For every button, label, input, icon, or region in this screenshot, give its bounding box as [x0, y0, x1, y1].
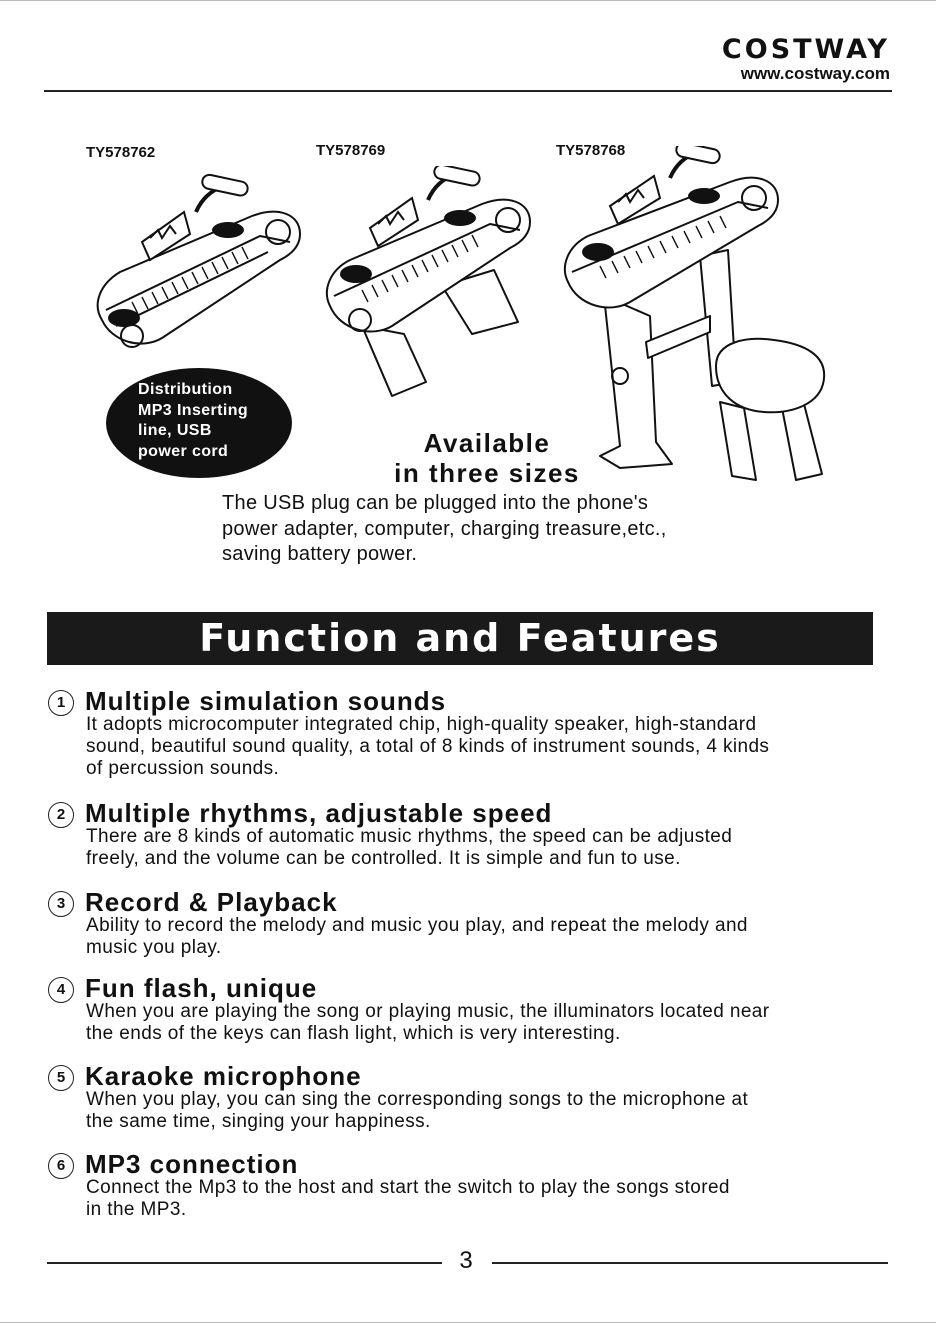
feature-body: There are 8 kinds of automatic music rhy…	[86, 826, 733, 869]
feature-title: Karaoke microphone	[85, 1061, 362, 1091]
feature-body: Ability to record the melody and music y…	[86, 915, 748, 958]
model-label-1: TY578762	[86, 144, 156, 161]
feature-number: 4	[48, 977, 74, 1003]
header-rule	[44, 90, 892, 92]
keyboard-tabletop-icon	[96, 173, 301, 348]
feature-number: 3	[48, 891, 74, 917]
feature-number: 6	[48, 1153, 74, 1179]
feature-title: Multiple simulation sounds	[85, 686, 447, 716]
accessories-badge: Distribution MP3 Inserting line, USB pow…	[106, 368, 292, 478]
feature-title: Record & Playback	[85, 887, 338, 917]
keyboard-table-stool-icon	[563, 146, 826, 481]
feature-title: Multiple rhythms, adjustable speed	[85, 798, 553, 828]
brand-url: www.costway.com	[740, 64, 890, 83]
brand-header: COSTWAY www.costway.com	[722, 36, 890, 84]
feature-number: 2	[48, 802, 74, 828]
page-top-edge	[0, 0, 936, 1]
page-number: 3	[459, 1247, 473, 1274]
feature-number: 1	[48, 690, 74, 716]
feature-body: It adopts microcomputer integrated chip,…	[86, 714, 770, 779]
feature-body: When you are playing the song or playing…	[86, 1001, 770, 1044]
section-banner: Function and Features	[47, 612, 873, 665]
feature-number: 5	[48, 1065, 74, 1091]
section-title: Function and Features	[199, 616, 721, 660]
feature-body: Connect the Mp3 to the host and start th…	[86, 1177, 730, 1220]
footer-rule-left	[47, 1262, 442, 1264]
keyboard-a-frame-stand-icon	[325, 166, 531, 397]
feature-title: MP3 connection	[85, 1149, 299, 1179]
accessories-badge-text: Distribution MP3 Inserting line, USB pow…	[138, 381, 249, 460]
usb-note: The USB plug can be plugged into the pho…	[222, 492, 667, 565]
feature-title: Fun flash, unique	[85, 973, 318, 1003]
model-label-3: TY578768	[556, 142, 626, 159]
sizes-note: Available in three sizes	[394, 428, 580, 488]
feature-body: When you play, you can sing the correspo…	[86, 1089, 749, 1132]
model-label-2: TY578769	[316, 142, 386, 159]
brand-logo: COSTWAY	[721, 34, 890, 65]
footer-rule-right	[492, 1262, 888, 1264]
page-bottom-edge	[0, 1322, 936, 1323]
